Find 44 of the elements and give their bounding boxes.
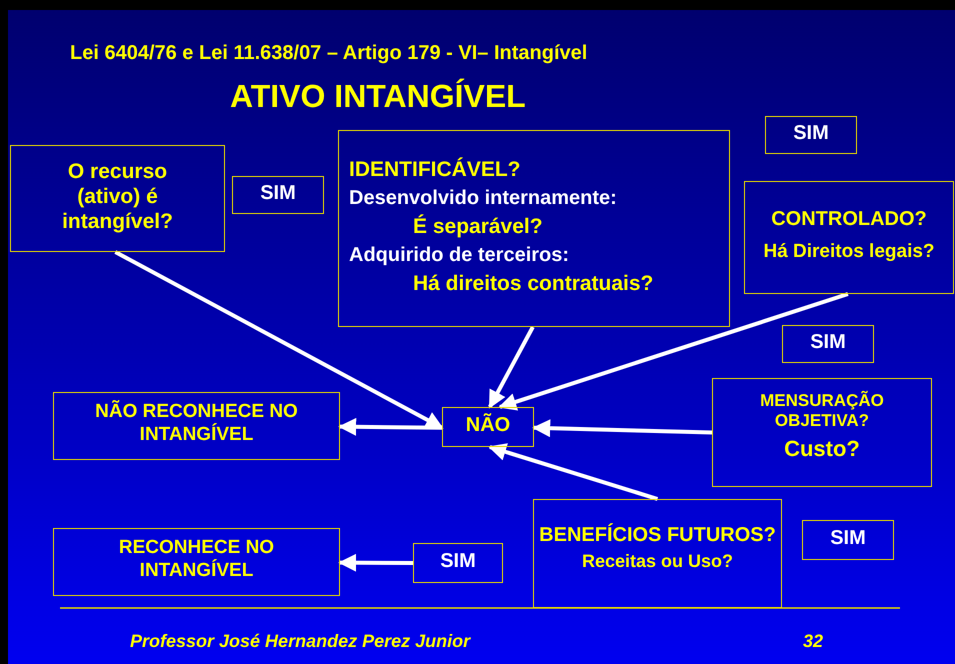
box-text: O recurso (ativo) é intangível?: [61, 158, 174, 234]
heading: ATIVO INTANGÍVEL: [230, 78, 526, 115]
box-text: BENEFÍCIOS FUTUROS?: [539, 522, 776, 547]
footer-text: 32: [803, 631, 824, 652]
question-box: [53, 392, 340, 460]
arrow: [498, 292, 849, 411]
question-box: [712, 378, 932, 487]
footer-text: Professor José Hernandez Perez Junior: [130, 631, 470, 652]
arrow: [488, 443, 658, 501]
question-box: [10, 145, 225, 252]
question-box: [765, 116, 857, 154]
box-text: É separável?: [412, 214, 544, 240]
arrow: [338, 418, 442, 436]
question-box: [232, 176, 324, 214]
box-text: NÃO: [466, 413, 510, 437]
question-box: [802, 520, 894, 560]
arrow: [114, 250, 444, 430]
box-text: CONTROLADO?: [771, 207, 927, 232]
box-text: SIM: [830, 526, 866, 550]
box-text: Desenvolvido internamente:: [349, 186, 618, 210]
arrow: [338, 554, 413, 572]
box-text: MENSURAÇÃO OBJETIVA?: [759, 390, 885, 432]
box-text: IDENTIFICÁVEL?: [349, 156, 522, 182]
box-text: SIM: [793, 121, 829, 145]
question-box: [533, 499, 782, 608]
box-text: NÃO RECONHECE NO INTANGÍVEL: [94, 401, 299, 447]
box-text: Adquirido de terceiros:: [349, 243, 570, 268]
question-box: [53, 528, 340, 596]
box-text: Receitas ou Uso?: [582, 550, 734, 572]
question-box: [782, 325, 874, 363]
box-text: Custo?: [784, 436, 860, 462]
box-text: SIM: [260, 181, 296, 205]
question-box: [744, 181, 954, 294]
arrow: [532, 419, 712, 438]
box-text: SIM: [810, 330, 846, 354]
question-box: [338, 130, 730, 327]
question-box: [442, 407, 534, 447]
box-text: SIM: [440, 549, 476, 573]
box-text: RECONHECE NO INTANGÍVEL: [118, 537, 276, 583]
box-text: Há Direitos legais?: [763, 241, 935, 264]
box-text: Há direitos contratuais?: [412, 271, 654, 296]
arrow: [488, 326, 535, 409]
title: Lei 6404/76 e Lei 11.638/07 – Artigo 179 - VI– Intangível: [70, 42, 588, 65]
question-box: [413, 543, 503, 583]
